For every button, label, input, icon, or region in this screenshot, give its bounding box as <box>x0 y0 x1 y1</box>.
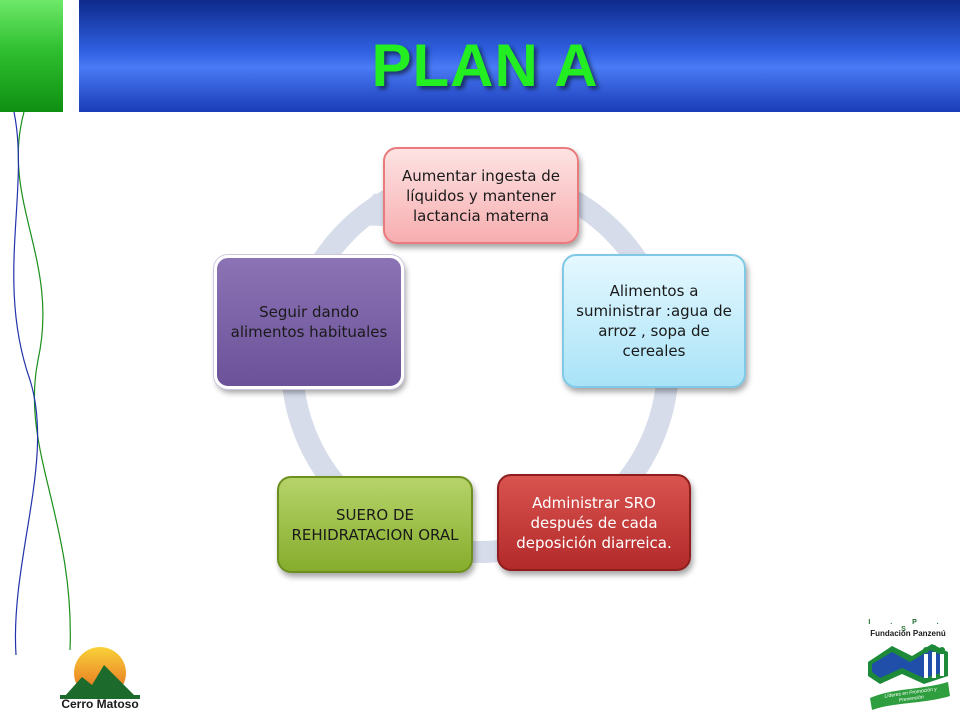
cycle-arrow-head <box>344 193 387 226</box>
fundacion-panzenu-name: Fundación Panzenú <box>870 629 946 638</box>
cycle-step-foods: Alimentos a suministrar :agua de arroz ,… <box>562 254 746 388</box>
cycle-step-oral-rehydration: SUERO DE REHIDRATACION ORAL <box>277 476 473 573</box>
header-green-block <box>0 0 63 112</box>
header-title-bar <box>79 0 960 112</box>
cerro-matoso-logo-text: Cerro Matoso <box>61 697 139 711</box>
fundacion-ips-label: I . P . S <box>868 619 948 633</box>
cerro-matoso-logo-icon <box>60 647 140 699</box>
slide-title: PLAN A <box>371 32 599 99</box>
fundacion-panzenu-logo-icon <box>868 644 950 710</box>
cycle-step-administer-sro: Administrar SRO después de cada deposici… <box>497 474 691 571</box>
cycle-step-text: Aumentar ingesta de líquidos y mantener … <box>402 166 560 225</box>
cycle-step-increase-fluids: Aumentar ingesta de líquidos y mantener … <box>383 147 579 244</box>
cycle-step-text: Administrar SRO después de cada deposici… <box>516 493 672 552</box>
cycle-step-text: SUERO DE REHIDRATACION ORAL <box>291 505 459 544</box>
cycle-step-text: Seguir dando alimentos habituales <box>230 303 388 341</box>
cycle-step-text: Alimentos a suministrar :agua de arroz ,… <box>576 282 732 360</box>
cycle-step-usual-foods: Seguir dando alimentos habituales <box>214 255 404 389</box>
